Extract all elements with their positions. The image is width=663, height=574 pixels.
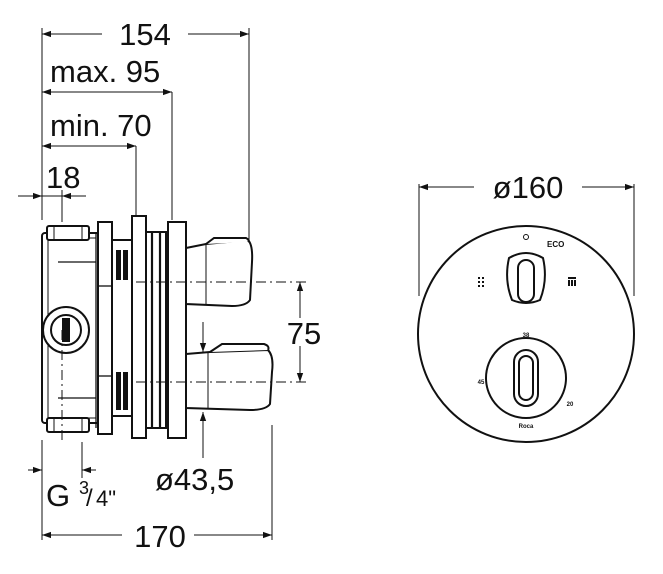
dim-max-95-label: max. 95 bbox=[50, 54, 160, 89]
temperature-knob[interactable]: 38 45 20 Roca bbox=[478, 333, 574, 430]
dim-170-label: 170 bbox=[134, 519, 186, 554]
mounting-plates bbox=[97, 215, 187, 439]
bath-icon bbox=[568, 277, 576, 286]
cover-plate bbox=[417, 225, 635, 443]
dimension-154: 154 bbox=[42, 17, 249, 52]
dimension-160: ø160 bbox=[419, 170, 634, 205]
dim-18-label: 18 bbox=[46, 160, 80, 195]
roca-logo: Roca bbox=[519, 424, 534, 430]
dimension-min-70: min. 70 bbox=[42, 108, 152, 150]
shower-icon bbox=[478, 277, 484, 287]
thread-fraction-bottom: 4" bbox=[96, 486, 116, 511]
dimension-75: 75 bbox=[287, 282, 321, 382]
thread-fraction-slash: / bbox=[86, 485, 93, 512]
dim-43-5-label: ø43,5 bbox=[155, 462, 234, 497]
temp-45-label: 45 bbox=[478, 380, 485, 386]
dim-160-label: ø160 bbox=[493, 170, 564, 205]
dim-min-70-label: min. 70 bbox=[50, 108, 152, 143]
dimension-max-95: max. 95 bbox=[42, 54, 172, 96]
dimension-thread: G 3 / 4" bbox=[28, 442, 116, 513]
thread-g-label: G bbox=[46, 478, 70, 513]
eco-label: ECO bbox=[547, 240, 564, 249]
diverter-knob[interactable]: ECO bbox=[478, 234, 576, 304]
dim-75-label: 75 bbox=[287, 316, 321, 351]
dimension-18: 18 bbox=[18, 160, 86, 200]
lower-handle-side bbox=[185, 343, 274, 412]
temp-20-label: 20 bbox=[567, 402, 574, 408]
upper-handle-side bbox=[185, 237, 254, 308]
dimension-170: 170 bbox=[42, 519, 272, 554]
front-view: ø160 ECO bbox=[417, 170, 635, 443]
temp-38-label: 38 bbox=[523, 333, 530, 339]
dim-154-label: 154 bbox=[119, 17, 171, 52]
thread-fraction-top: 3 bbox=[79, 478, 89, 498]
side-view: 154 max. 95 min. 70 18 bbox=[18, 17, 321, 554]
valve-body bbox=[41, 225, 103, 433]
